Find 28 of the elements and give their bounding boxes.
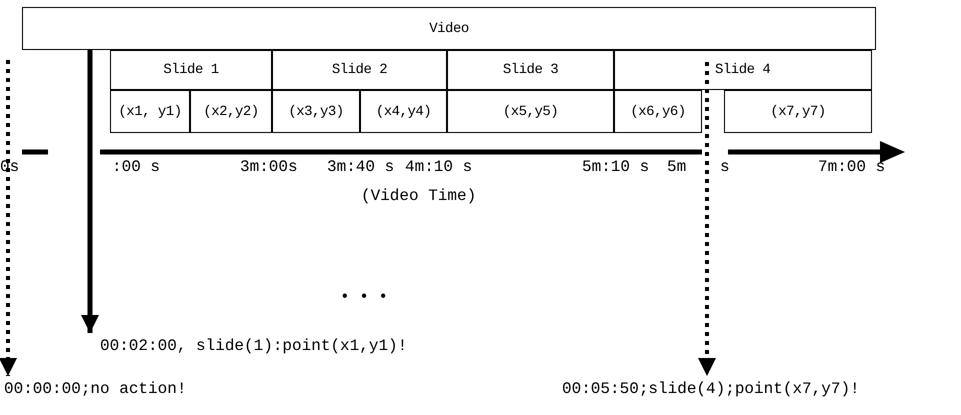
output-text: 00:05:50;slide(4);point(x7,y7)!: [562, 380, 860, 398]
tick-label: :00 s: [112, 158, 160, 176]
output-text: 00:02:00, slide(1):point(x1,y1)!: [100, 337, 408, 355]
dotted-arrow: [698, 62, 716, 376]
tick-label: 4m:10 s: [405, 158, 472, 176]
arrow: [81, 50, 99, 333]
table-cell: (x1, y1): [110, 90, 190, 133]
tick-label: 7m:00 s: [818, 158, 886, 176]
table-cell: (x5,y5): [447, 90, 614, 133]
table-cell: Slide 4: [614, 50, 872, 90]
output-text: 00:00:00;no action!: [4, 380, 186, 398]
table-cell: Slide 1: [110, 50, 272, 90]
tick-label: 5m:10 s: [582, 158, 650, 176]
table-cell: (x4,y4): [360, 90, 447, 133]
tick-label: 3m:40 s: [327, 158, 394, 176]
dotted-arrow: [0, 60, 17, 376]
table-cell: (x3,y3): [272, 90, 360, 133]
table-cell: (x7,y7): [724, 90, 872, 133]
tick-label: 5m: [667, 158, 686, 176]
video-box: Video: [22, 7, 876, 50]
table-cell: (x6,y6): [614, 90, 702, 133]
tick-label: 3m:00s: [240, 158, 298, 176]
table-cell: Slide 3: [447, 50, 614, 90]
table-cell: (x2,y2): [190, 90, 272, 133]
ellipsis: • • •: [340, 288, 388, 306]
axis-title: (Video Time): [361, 187, 476, 205]
tick-label: s: [720, 158, 730, 176]
table-cell: Slide 2: [272, 50, 447, 90]
